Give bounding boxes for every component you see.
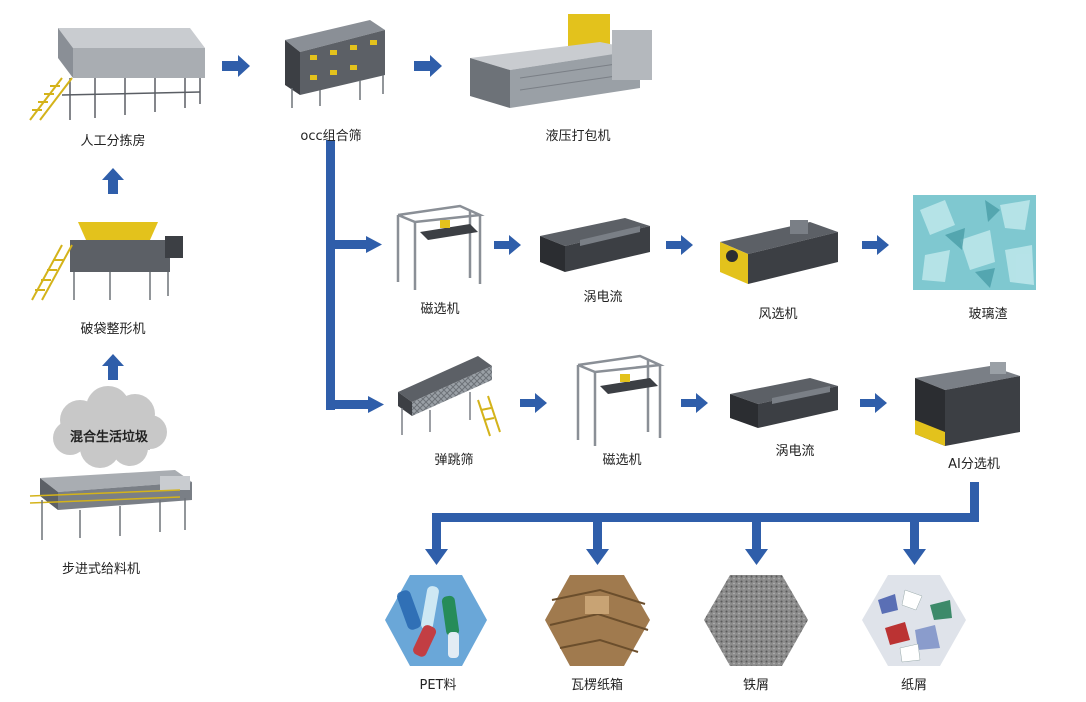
label-baler: 液压打包机 bbox=[545, 129, 611, 144]
trunk-occ-vertical bbox=[326, 140, 335, 410]
label-eddy-1: 涡电流 bbox=[583, 290, 623, 305]
label-shredder: 破袋整形机 bbox=[80, 322, 146, 337]
arrow-mag2-to-eddy2 bbox=[681, 393, 708, 413]
label-eddy-2: 涡电流 bbox=[775, 444, 815, 459]
label-feeder: 步进式给料机 bbox=[61, 562, 141, 577]
arrow-to-magnetic-1 bbox=[366, 236, 382, 253]
label-magnetic-1: 磁选机 bbox=[420, 302, 460, 317]
output-cardboard-hexagon bbox=[545, 575, 650, 666]
arrow-to-paper bbox=[903, 549, 926, 565]
distribution-bar bbox=[432, 513, 979, 522]
occ-screen-icon bbox=[285, 20, 385, 108]
mixed-waste-cloud-icon bbox=[53, 386, 167, 468]
manual-sorting-room-icon bbox=[29, 28, 205, 121]
label-bounce-screen: 弹跳筛 bbox=[434, 453, 474, 468]
air-separator-icon bbox=[720, 220, 838, 284]
label-output-paper: 纸屑 bbox=[900, 678, 928, 693]
bounce-screen-icon bbox=[398, 356, 501, 437]
label-magnetic-2: 磁选机 bbox=[602, 453, 642, 468]
label-occ-screen: occ组合筛 bbox=[300, 129, 362, 144]
label-output-cardboard: 瓦楞纸箱 bbox=[570, 678, 624, 693]
label-air-separator: 风选机 bbox=[758, 307, 798, 322]
magnetic-separator-2-icon bbox=[576, 354, 665, 446]
arrow-air-to-glass bbox=[862, 235, 889, 255]
eddy-current-2-icon bbox=[730, 378, 838, 428]
flow-arrows bbox=[102, 55, 979, 565]
step-feeder-icon bbox=[29, 470, 192, 540]
output-pet-hexagon bbox=[385, 575, 487, 666]
ai-down-trunk bbox=[970, 482, 979, 522]
arrow-shredder-to-sorting bbox=[102, 168, 124, 194]
arrow-mag1-to-eddy1 bbox=[494, 235, 521, 255]
label-glass-slag: 玻璃渣 bbox=[968, 307, 1008, 322]
arrow-to-cardboard bbox=[586, 549, 609, 565]
output-iron-hexagon bbox=[704, 575, 808, 666]
arrow-occ-to-baler bbox=[414, 55, 442, 77]
label-output-pet: PET料 bbox=[419, 678, 457, 693]
ai-sorter-icon bbox=[915, 362, 1020, 446]
label-ai-sorter: AI分选机 bbox=[948, 457, 1000, 472]
arrow-bounce-to-mag2 bbox=[520, 393, 547, 413]
arrow-feeder-to-shredder bbox=[102, 354, 124, 380]
label-mixed-waste: 混合生活垃圾 bbox=[69, 430, 149, 445]
label-manual-sorting: 人工分拣房 bbox=[80, 134, 146, 149]
baler-icon bbox=[470, 14, 652, 108]
arrow-to-pet bbox=[425, 549, 448, 565]
label-output-iron: 铁屑 bbox=[742, 678, 770, 693]
arrow-eddy1-to-air bbox=[666, 235, 693, 255]
arrow-to-bounce-screen bbox=[368, 396, 384, 413]
glass-slag-image bbox=[913, 195, 1036, 290]
arrow-to-iron bbox=[745, 549, 768, 565]
arrow-eddy2-to-ai bbox=[860, 393, 887, 413]
output-paper-hexagon bbox=[862, 575, 966, 666]
magnetic-separator-1-icon bbox=[396, 204, 485, 290]
shredder-icon bbox=[31, 222, 183, 301]
eddy-current-1-icon bbox=[540, 218, 650, 272]
arrow-sorting-to-occ bbox=[222, 55, 250, 77]
